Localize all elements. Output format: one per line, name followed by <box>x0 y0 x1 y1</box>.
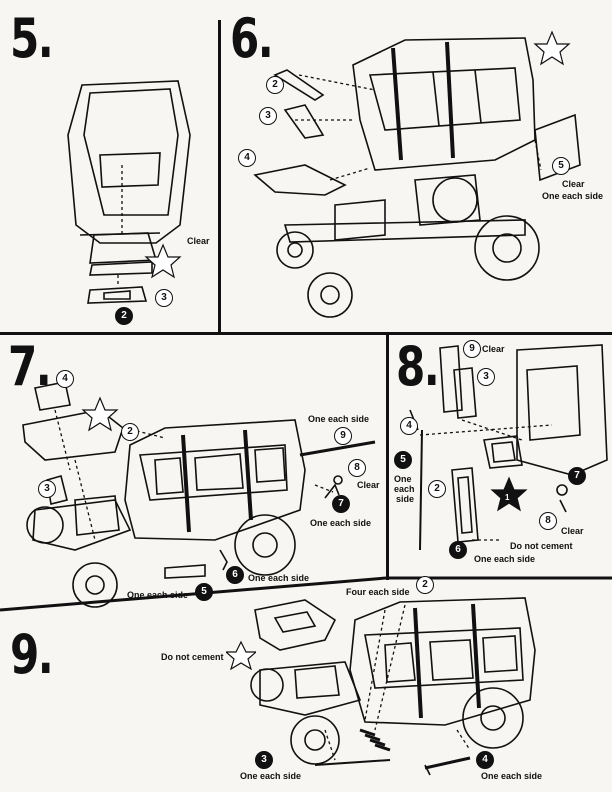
step8-part-9: 9 <box>463 340 481 358</box>
step-number-6: 6. <box>230 7 274 70</box>
step7-one-each-side-step: One each side <box>248 573 310 583</box>
step7-clear-label: Clear <box>357 480 380 490</box>
step6-part-2: 2 <box>266 76 284 94</box>
step8-star-number: 1 <box>505 493 510 502</box>
step7-part-3: 3 <box>38 480 56 498</box>
step8-solid-star-icon <box>490 476 528 512</box>
step7-clear-star-icon <box>81 396 119 432</box>
step8-part-8: 8 <box>539 512 557 530</box>
step8-illustration: 1 <box>409 344 608 551</box>
step7-part-7: 7 <box>332 495 350 513</box>
step-number-5: 5. <box>10 7 54 70</box>
step5-part-3: 3 <box>155 289 173 307</box>
step8-part-5: 5 <box>394 451 412 469</box>
step9-do-not-cement: Do not cement <box>161 652 224 662</box>
step7-part-6: 6 <box>226 566 244 584</box>
divider-horizontal-mid <box>0 332 612 335</box>
clear-star-icon <box>144 243 182 279</box>
step9-four-each-side: Four each side <box>346 587 410 597</box>
step7-one-each-side-mirror: One each side <box>310 518 372 528</box>
step9-illustration <box>250 597 536 776</box>
divider-vertical-top <box>218 20 221 332</box>
step9-star-icon <box>226 640 256 670</box>
step9-one-each-side-right: One each side <box>481 771 543 781</box>
step9-part-3: 3 <box>255 751 273 769</box>
step8-part-3: 3 <box>477 368 495 386</box>
step9-part-4: 4 <box>476 751 494 769</box>
step8-one-each-side: One each side <box>474 554 536 564</box>
step8-part-6: 6 <box>449 541 467 559</box>
step8-one-label: One <box>394 474 412 484</box>
step7-one-each-side-plate: One each side <box>127 590 189 600</box>
step8-side-label: side <box>396 494 415 504</box>
step-number-7: 7. <box>8 335 52 398</box>
step7-part-2: 2 <box>121 423 139 441</box>
step6-part-5: 5 <box>552 157 570 175</box>
step8-part-2: 2 <box>428 480 446 498</box>
step7-part-4: 4 <box>56 370 74 388</box>
step7-one-each-side-rod: One each side <box>308 414 370 424</box>
step8-clear-top-label: Clear <box>482 344 505 354</box>
step7-part-5: 5 <box>195 583 213 601</box>
step5-part-2: 2 <box>115 307 133 325</box>
step9-one-each-side-left: One each side <box>240 771 302 781</box>
step8-clear-bottom-label: Clear <box>561 526 584 536</box>
step6-one-each-side: One each side <box>542 191 604 201</box>
step5-illustration <box>67 80 191 304</box>
step6-illustration <box>253 30 581 318</box>
step8-do-not-cement: Do not cement <box>510 541 573 551</box>
step6-clear-label: Clear <box>562 179 585 189</box>
step7-part-9: 9 <box>334 427 352 445</box>
step8-part-7: 7 <box>568 467 586 485</box>
step8-each-label: each <box>394 484 415 494</box>
step7-part-8: 8 <box>348 459 366 477</box>
step-number-9: 9. <box>10 623 54 686</box>
step6-clear-star-icon <box>533 30 571 66</box>
step9-part-2: 2 <box>416 576 434 594</box>
step6-part-3: 3 <box>259 107 277 125</box>
step6-part-4: 4 <box>238 149 256 167</box>
divider-step8-frame <box>386 335 389 580</box>
step8-part-4: 4 <box>400 417 418 435</box>
step-number-8: 8. <box>396 335 440 398</box>
step7-illustration <box>22 381 376 608</box>
step5-clear-label: Clear <box>187 236 210 246</box>
